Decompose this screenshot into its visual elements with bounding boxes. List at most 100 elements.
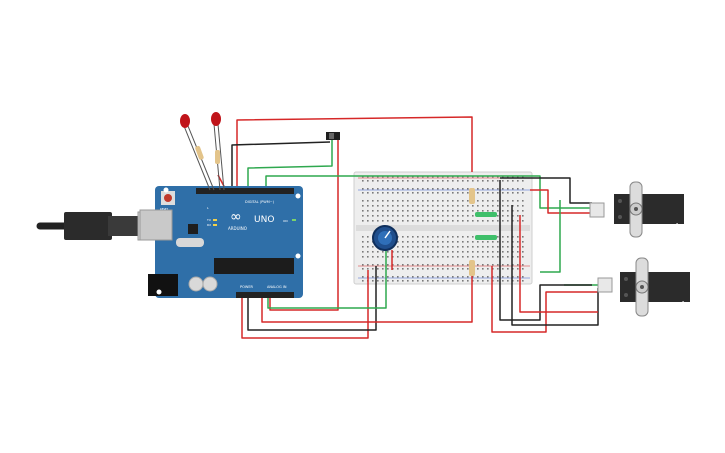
breadboard-hole xyxy=(507,192,509,194)
breadboard-hole xyxy=(402,276,404,278)
breadboard-hole xyxy=(447,241,449,243)
potentiometer[interactable] xyxy=(372,225,398,251)
breadboard-hole xyxy=(457,220,459,222)
brand-text: ARDUINO xyxy=(228,226,247,231)
breadboard-hole xyxy=(447,264,449,266)
breadboard-hole xyxy=(457,256,459,258)
wire-black-servo1 xyxy=(500,177,592,204)
pushbutton-2[interactable] xyxy=(475,235,497,240)
breadboard-hole xyxy=(422,205,424,207)
breadboard-hole xyxy=(462,241,464,243)
breadboard-hole xyxy=(447,215,449,217)
breadboard-hole xyxy=(412,264,414,266)
breadboard-hole xyxy=(362,241,364,243)
wire-green-bb xyxy=(265,175,592,209)
breadboard-hole xyxy=(472,280,474,282)
breadboard-hole xyxy=(487,180,489,182)
breadboard-hole xyxy=(492,276,494,278)
breadboard-hole xyxy=(487,210,489,212)
breadboard-hole xyxy=(487,188,489,190)
breadboard-hole xyxy=(372,176,374,178)
breadboard-hole xyxy=(432,180,434,182)
breadboard-hole xyxy=(447,268,449,270)
breadboard-hole xyxy=(522,220,524,222)
resistor-bb-2[interactable] xyxy=(469,260,475,276)
breadboard-hole xyxy=(477,220,479,222)
breadboard-hole xyxy=(427,236,429,238)
resistor-led-1[interactable] xyxy=(195,145,204,160)
breadboard-hole xyxy=(377,200,379,202)
breadboard-hole xyxy=(407,180,409,182)
arduino-board[interactable]: ∞ ARDUINO UNO DIGITAL (PWM~) POWER ANALO… xyxy=(36,186,303,298)
breadboard-hole xyxy=(397,192,399,194)
breadboard-hole xyxy=(382,220,384,222)
breadboard-hole xyxy=(467,246,469,248)
servo-1[interactable]: Micro Servo xyxy=(589,181,684,241)
breadboard-hole xyxy=(382,268,384,270)
breadboard-hole xyxy=(452,268,454,270)
breadboard-hole xyxy=(427,280,429,282)
breadboard-hole xyxy=(452,200,454,202)
breadboard-hole xyxy=(482,268,484,270)
reset-button[interactable] xyxy=(164,194,172,202)
breadboard-hole xyxy=(472,180,474,182)
wire-red-servo1 xyxy=(530,189,592,214)
breadboard-hole xyxy=(382,280,384,282)
breadboard-hole xyxy=(482,188,484,190)
breadboard-hole xyxy=(427,200,429,202)
breadboard-hole xyxy=(387,264,389,266)
resistor-led-2[interactable] xyxy=(215,150,220,164)
breadboard-hole xyxy=(402,210,404,212)
breadboard-hole xyxy=(442,200,444,202)
breadboard-hole xyxy=(397,264,399,266)
breadboard-hole xyxy=(412,176,414,178)
breadboard-hole xyxy=(497,176,499,178)
breadboard-hole xyxy=(497,205,499,207)
l-label: L xyxy=(207,206,209,210)
breadboard-hole xyxy=(522,251,524,253)
breadboard-hole xyxy=(442,241,444,243)
breadboard-hole xyxy=(512,180,514,182)
breadboard-hole xyxy=(507,246,509,248)
breadboard-hole xyxy=(407,280,409,282)
usb-cable xyxy=(36,211,173,241)
resistor-bb-1[interactable] xyxy=(469,188,475,204)
breadboard-hole xyxy=(362,192,364,194)
breadboard-hole xyxy=(472,251,474,253)
breadboard-hole xyxy=(397,215,399,217)
breadboard-hole xyxy=(507,236,509,238)
breadboard-hole xyxy=(432,268,434,270)
pushbutton-1[interactable] xyxy=(475,212,497,217)
power-header-label: POWER xyxy=(240,285,254,289)
breadboard-hole xyxy=(502,210,504,212)
breadboard-hole xyxy=(502,192,504,194)
breadboard-hole xyxy=(467,176,469,178)
breadboard-hole xyxy=(462,215,464,217)
breadboard-hole xyxy=(387,276,389,278)
breadboard-hole xyxy=(422,236,424,238)
breadboard-hole xyxy=(517,192,519,194)
breadboard-hole xyxy=(482,180,484,182)
breadboard-hole xyxy=(422,280,424,282)
breadboard-hole xyxy=(502,268,504,270)
breadboard-hole xyxy=(507,264,509,266)
breadboard-hole xyxy=(402,180,404,182)
breadboard-hole xyxy=(442,246,444,248)
breadboard-hole xyxy=(472,215,474,217)
breadboard-hole xyxy=(372,215,374,217)
breadboard-hole xyxy=(517,280,519,282)
breadboard-hole xyxy=(362,256,364,258)
slide-switch[interactable] xyxy=(326,132,340,140)
breadboard-hole xyxy=(392,180,394,182)
servo-2[interactable]: Micro Servo xyxy=(597,257,690,319)
breadboard-hole xyxy=(447,192,449,194)
breadboard-hole xyxy=(382,276,384,278)
breadboard-hole xyxy=(427,205,429,207)
breadboard-hole xyxy=(497,246,499,248)
breadboard-hole xyxy=(422,210,424,212)
breadboard-hole xyxy=(442,251,444,253)
breadboard-hole xyxy=(467,188,469,190)
breadboard-hole xyxy=(442,264,444,266)
rx-label: RX xyxy=(207,223,211,227)
breadboard-hole xyxy=(477,200,479,202)
